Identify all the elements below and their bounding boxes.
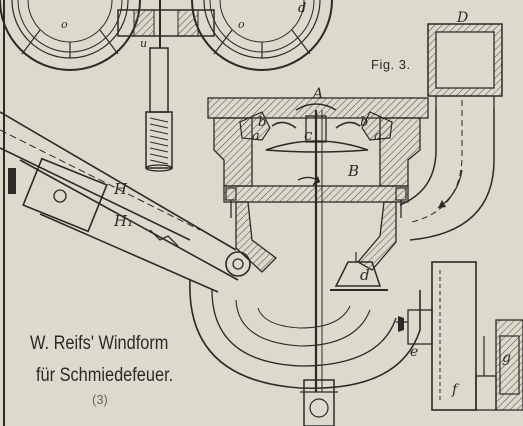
spring-plunger (145, 47, 173, 172)
lower-casing (189, 279, 421, 426)
caption-subtitle: für Schmiedefeuer. (36, 365, 174, 386)
label-u: u (140, 37, 147, 50)
label-A: A (311, 86, 323, 102)
lever-arms (0, 111, 251, 293)
air-duct (399, 23, 503, 241)
label-e: e (410, 344, 418, 360)
label-b-left: b (258, 115, 266, 130)
figure-number: Fig. 3. (371, 57, 411, 72)
valve-assembly (239, 103, 393, 392)
label-o-right: o (238, 18, 245, 31)
caption-title: W. Reifs' Windform (30, 333, 169, 354)
label-b-right: b (360, 115, 368, 130)
label-d-top: d (298, 1, 306, 16)
label-g: g (502, 350, 511, 366)
label-o-left: o (61, 18, 68, 31)
label-H: H (113, 180, 128, 198)
label-a-left: a (252, 129, 260, 144)
drive-mechanism (396, 261, 523, 411)
label-B: B (347, 162, 359, 180)
caption-number: (3) (92, 392, 108, 407)
label-c: c (304, 126, 313, 144)
label-D: D (456, 10, 468, 26)
gear-wheels (0, 0, 333, 71)
label-H1: H₁ (113, 212, 133, 230)
label-d-bottom: d (360, 266, 370, 284)
small-valve (330, 252, 388, 291)
label-a-right: a (374, 129, 382, 144)
label-f: f (451, 382, 460, 398)
